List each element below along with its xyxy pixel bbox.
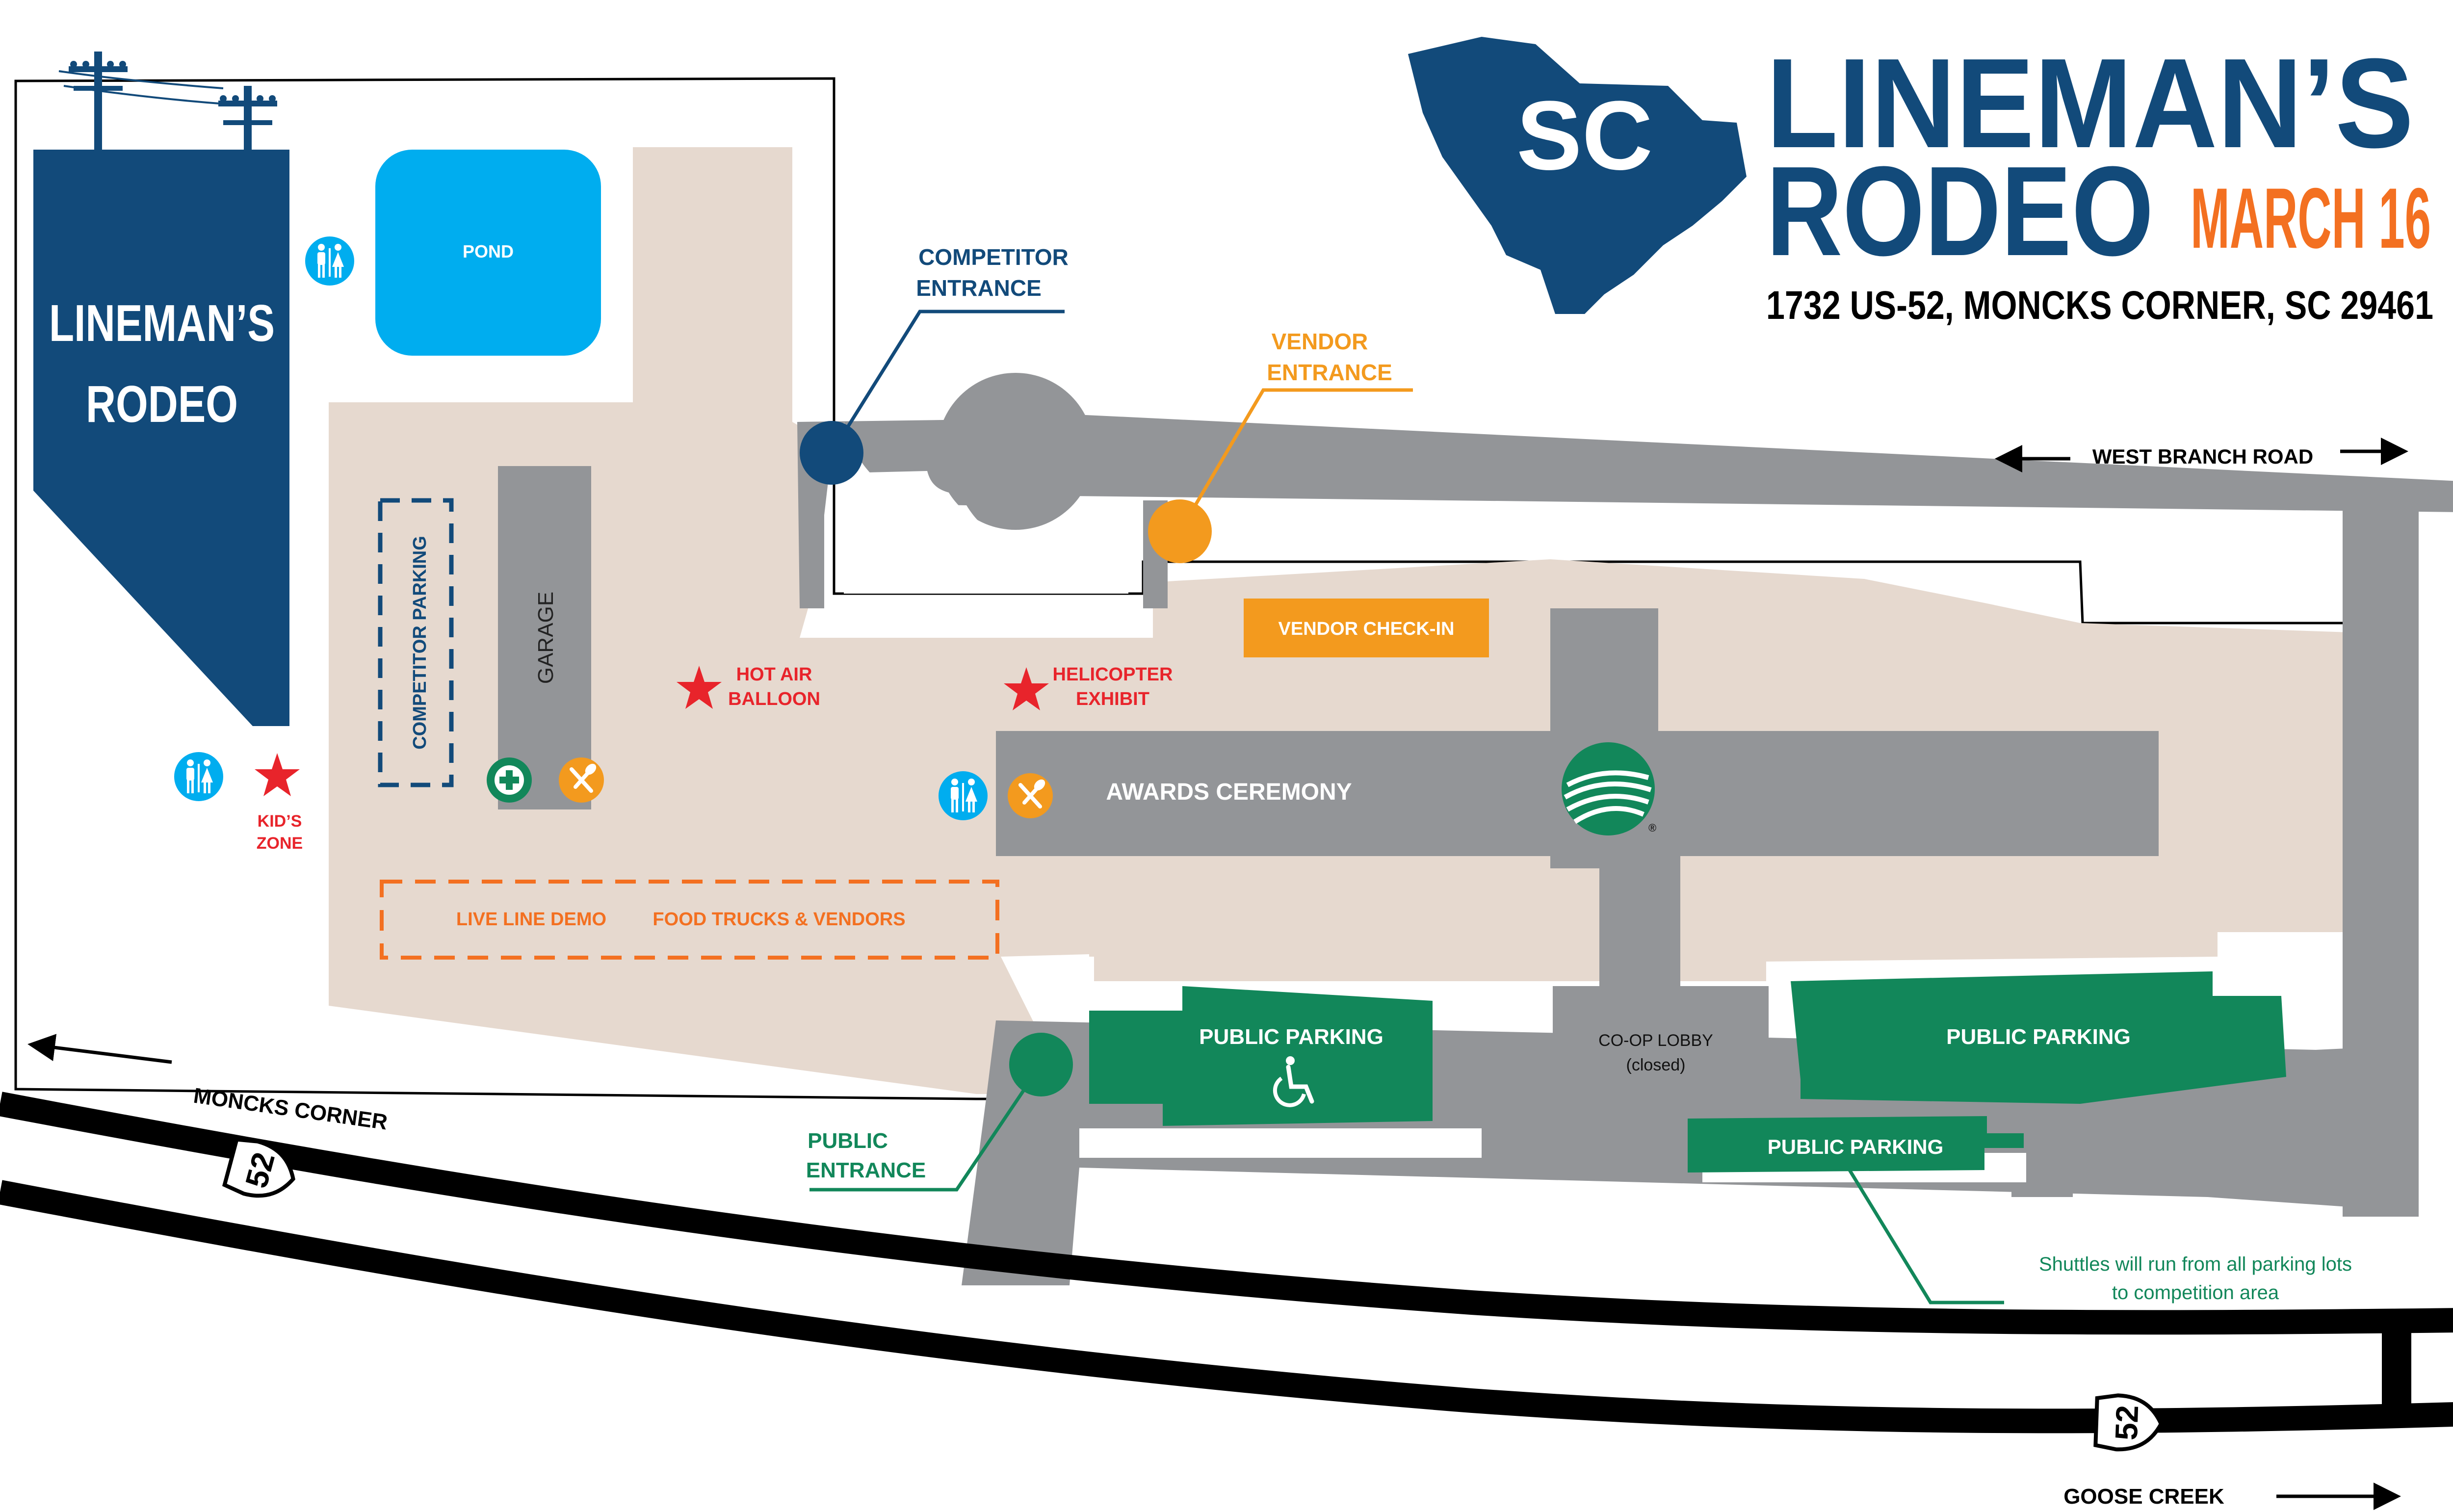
coop-logo-icon: ®	[1562, 742, 1656, 835]
sc-state-logo: SC	[1408, 37, 1747, 314]
fork-knife-icon	[1008, 773, 1053, 818]
public-parking-label: PUBLIC PARKING	[1199, 1025, 1383, 1049]
coop-lobby-label: (closed)	[1626, 1056, 1686, 1074]
route-52-shield: 52	[224, 1136, 300, 1205]
competitor-parking	[378, 498, 454, 787]
public-parking-label: PUBLIC PARKING	[1946, 1025, 2131, 1049]
vendor-entrance-label: VENDOR	[1272, 329, 1368, 354]
helicopter-exhibit-label: EXHIBIT	[1076, 689, 1149, 709]
hot-air-balloon-label: BALLOON	[728, 689, 820, 709]
goose-creek-label: GOOSE CREEK	[2063, 1485, 2224, 1509]
fork-knife-icon	[559, 757, 604, 803]
first-aid-icon	[487, 757, 532, 803]
live-line-food-trucks-area	[380, 880, 999, 960]
awards-ceremony-label: AWARDS CEREMONY	[1106, 779, 1352, 805]
food-trucks-label: FOOD TRUCKS & VENDORS	[652, 909, 905, 930]
header-title-line1: LINEMAN’S	[1766, 32, 2414, 175]
wheelchair-icon	[1273, 1056, 1314, 1107]
svg-text:52: 52	[2109, 1405, 2145, 1441]
pond-label: POND	[463, 241, 514, 261]
west-branch-road-label: WEST BRANCH ROAD	[2092, 445, 2313, 468]
event-date: MARCH 16	[2191, 171, 2431, 266]
garage	[498, 466, 591, 809]
kids-zone-label: KID’S	[258, 812, 302, 831]
competitor-entrance-label: ENTRANCE	[916, 275, 1042, 301]
public-entrance-label: ENTRANCE	[806, 1158, 926, 1182]
vendor-check-in	[1244, 599, 1489, 657]
kids-zone-label: ZONE	[257, 834, 303, 853]
public-entrance-label: PUBLIC	[808, 1129, 888, 1153]
helicopter-exhibit-label: HELICOPTER	[1053, 664, 1173, 685]
live-line-demo-label: LIVE LINE DEMO	[456, 909, 606, 930]
competitor-entrance-label: COMPETITOR	[918, 244, 1069, 270]
public-parking-accessible	[1089, 986, 1433, 1126]
shuttle-note: Shuttles will run from all parking lots	[2039, 1253, 2352, 1275]
restroom-icon	[939, 771, 988, 820]
banner-title-line1: LINEMAN’S	[49, 294, 275, 352]
restroom-icon	[174, 752, 223, 801]
shuttle-note: to competition area	[2112, 1282, 2279, 1303]
vendor-entrance-label: ENTRANCE	[1267, 360, 1392, 385]
vendor-check-in-label: VENDOR CHECK-IN	[1279, 619, 1455, 639]
star-icon	[255, 753, 300, 796]
coop-lobby-label: CO-OP LOBBY	[1598, 1031, 1713, 1050]
public-parking-label: PUBLIC PARKING	[1768, 1135, 1944, 1158]
event-address: 1732 US-52, MONCKS CORNER, SC 29461	[1766, 283, 2433, 328]
hot-air-balloon-label: HOT AIR	[736, 664, 812, 685]
svg-text:®: ®	[1648, 822, 1656, 834]
garage-label: GARAGE	[534, 592, 558, 684]
restroom-icon	[305, 236, 354, 286]
competitor-parking-label: COMPETITOR PARKING	[410, 536, 430, 750]
pond	[375, 150, 601, 356]
public-parking-south	[1688, 1116, 2024, 1173]
header-title-line2: RODEO	[1766, 140, 2154, 283]
route-52-shield: 52	[2095, 1395, 2162, 1451]
lineman-rodeo-banner	[33, 150, 289, 726]
banner-title-line2: RODEO	[86, 375, 238, 433]
public-parking-east	[1791, 971, 2286, 1104]
sc-logo-text: SC	[1516, 81, 1653, 190]
